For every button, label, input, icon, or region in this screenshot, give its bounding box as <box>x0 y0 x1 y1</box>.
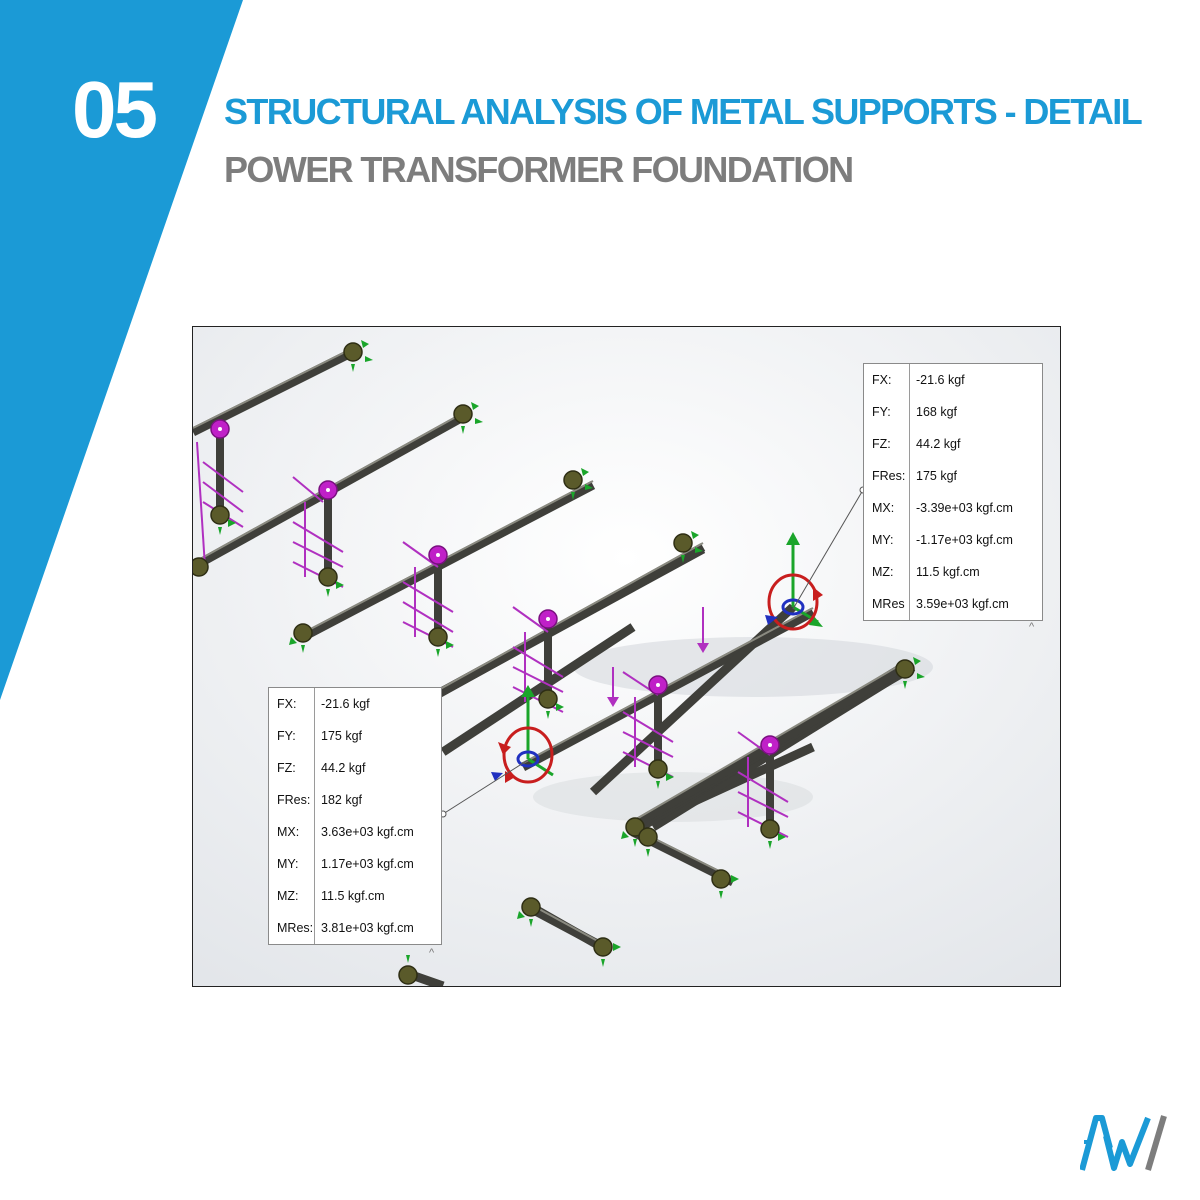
result-key: FY: <box>269 720 315 752</box>
result-key: FRes: <box>864 460 910 492</box>
model-viewport[interactable]: FX: -21.6 kgf FY: 168 kgf FZ: 44.2 kgf FRes… <box>192 326 1061 987</box>
result-key: FZ: <box>269 752 315 784</box>
result-key: FRes: <box>269 784 315 816</box>
result-key: FX: <box>269 688 315 720</box>
result-value: 44.2 kgf <box>916 437 961 451</box>
result-key: MZ: <box>269 880 315 912</box>
result-value: 1.17e+03 kgf.cm <box>321 857 414 871</box>
reaction-gizmo-left <box>491 685 554 784</box>
result-key: MY: <box>269 848 315 880</box>
reaction-results-left: FX: -21.6 kgf FY: 175 kgf FZ: 44.2 kgf FRes… <box>268 687 442 945</box>
result-key: MRes: <box>269 912 315 944</box>
page-subtitle: POWER TRANSFORMER FOUNDATION <box>224 149 854 190</box>
result-value: 175 kgf <box>321 729 363 743</box>
result-value: 11.5 kgf.cm <box>916 565 980 579</box>
result-key: FX: <box>864 364 910 396</box>
load-arrows <box>196 441 789 838</box>
result-value: 11.5 kgf.cm <box>321 889 385 903</box>
fixture-arrows <box>218 340 925 967</box>
result-value: 3.81e+03 kgf.cm <box>321 921 414 935</box>
result-value: -1.17e+03 kgf.cm <box>916 533 1013 547</box>
result-value: 168 kgf <box>916 405 958 419</box>
company-logo-icon <box>1080 1115 1167 1171</box>
chevron-up-icon[interactable]: ^ <box>429 947 435 959</box>
result-key: FY: <box>864 396 910 428</box>
reaction-results-right: FX: -21.6 kgf FY: 168 kgf FZ: 44.2 kgf FRes… <box>863 363 1043 621</box>
result-key: MX: <box>864 492 910 524</box>
result-key: MY: <box>864 524 910 556</box>
result-key: FZ: <box>864 428 910 460</box>
result-key: MZ: <box>864 556 910 588</box>
result-key: MRes <box>864 588 910 620</box>
result-value: -21.6 kgf <box>916 373 965 387</box>
result-value: -21.6 kgf <box>321 697 370 711</box>
result-key: MX: <box>269 816 315 848</box>
result-value: 175 kgf <box>916 469 958 483</box>
result-value: 3.63e+03 kgf.cm <box>321 825 414 839</box>
result-value: 44.2 kgf <box>321 761 366 775</box>
result-value: 3.59e+03 kgf.cm <box>916 597 1009 611</box>
chevron-up-icon[interactable]: ^ <box>1029 621 1035 633</box>
result-value: -3.39e+03 kgf.cm <box>916 501 1013 515</box>
reaction-gizmo-right <box>765 532 823 631</box>
result-value: 182 kgf <box>321 793 363 807</box>
page-title: STRUCTURAL ANALYSIS OF METAL SUPPORTS - … <box>224 91 1143 132</box>
fixtures <box>193 342 915 985</box>
slide-number: 05 <box>72 65 158 154</box>
